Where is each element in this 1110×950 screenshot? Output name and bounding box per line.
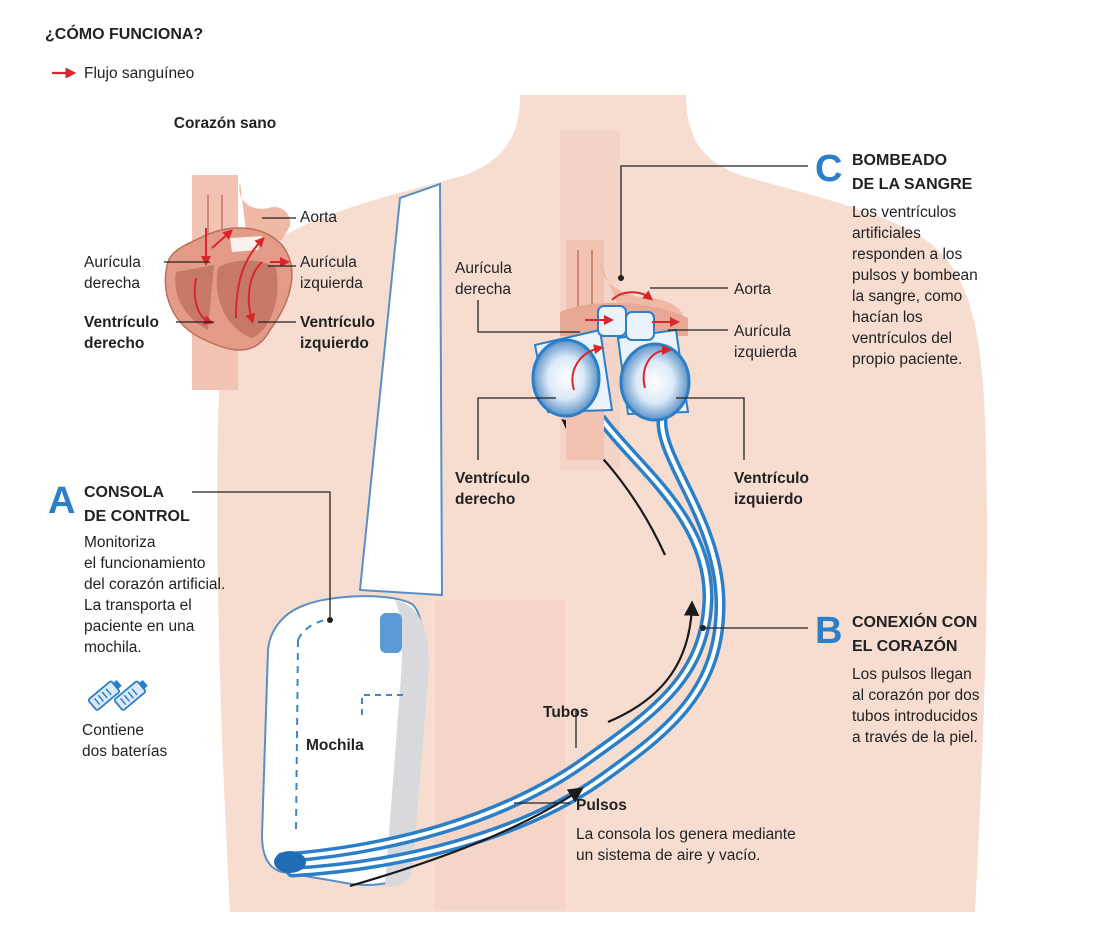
section-c-heading-2: DE LA SANGRE xyxy=(852,176,973,193)
section-c-body-line: Los ventrículos xyxy=(852,204,957,221)
shading-panel xyxy=(435,600,565,910)
artificial-ventriculo-izquierdo-label: Ventrículo izquierdo xyxy=(734,470,809,508)
section-b-body-line: al corazón por dos xyxy=(852,687,980,704)
leader-dot-b xyxy=(700,625,706,631)
mochila-label: Mochila xyxy=(306,737,364,754)
section-b-letter: B xyxy=(815,610,843,652)
tubos-label: Tubos xyxy=(543,704,589,721)
section-a-body-line: el funcionamiento xyxy=(84,555,206,572)
healthy-heart-title: Corazón sano xyxy=(173,115,277,132)
section-a-body-line: Monitoriza xyxy=(84,534,156,551)
section-b-body-line: a través de la piel. xyxy=(852,729,978,746)
section-c-heading-1: BOMBEADO xyxy=(852,152,948,169)
section-c-body-line: pulsos y bombean xyxy=(852,267,978,284)
backpack-seam xyxy=(295,639,299,831)
healthy-ventriculo-derecho-label: Ventrículo derecho xyxy=(84,314,159,352)
page-title: ¿CÓMO FUNCIONA? xyxy=(45,26,204,43)
section-a-body: Monitoriza el funcionamiento del corazón… xyxy=(84,532,225,658)
section-a-body-line: del corazón artificial. xyxy=(84,576,226,593)
healthy-aorta-label: Aorta xyxy=(300,209,338,226)
artificial-auricula-izquierda-label: Aurícula izquierda xyxy=(734,323,797,361)
section-leaders xyxy=(192,165,808,804)
backpack-buckle xyxy=(380,613,402,653)
backpack-seam-top xyxy=(297,619,326,641)
leader-dot-c xyxy=(618,275,624,281)
battery-note-line: Contiene xyxy=(82,722,145,739)
section-a-body-line: La transporta el xyxy=(84,597,192,614)
leader-dot-a xyxy=(327,617,333,623)
healthy-ventriculo-izquierdo-label: Ventrículo izquierdo xyxy=(300,314,375,352)
backpack-strap xyxy=(358,182,444,597)
section-c-body-line: propio paciente. xyxy=(852,351,963,368)
section-c-letter: C xyxy=(815,148,843,190)
backpack-pocket xyxy=(361,694,405,715)
pulsos-title: Pulsos xyxy=(576,797,627,814)
backpack-side xyxy=(385,600,429,887)
section-a-letter: A xyxy=(48,480,76,522)
section-b-body: Los pulsos llegan al corazón por dos tub… xyxy=(852,664,980,748)
battery-note-line: dos baterías xyxy=(82,743,168,760)
battery-icon xyxy=(87,679,148,711)
healthy-heart xyxy=(164,175,293,390)
artificial-heart xyxy=(531,240,691,460)
section-b-body-line: Los pulsos llegan xyxy=(852,666,972,683)
battery-note: Contiene dos baterías xyxy=(82,720,167,762)
section-b-heading-1: CONEXIÓN CON xyxy=(852,614,978,631)
section-c-body-line: ventrículos del xyxy=(852,330,952,347)
healthy-auricula-derecha-label: Aurícula derecha xyxy=(84,254,141,292)
pulsos-body-line: La consola los genera mediante xyxy=(576,826,796,843)
tubes xyxy=(276,414,726,878)
healthy-auricula-izquierda-label: Aurícula izquierda xyxy=(300,254,363,292)
section-c-body-line: artificiales xyxy=(852,225,921,242)
section-c-body-line: responden a los xyxy=(852,246,963,263)
legend-label: Flujo sanguíneo xyxy=(84,65,195,82)
artificial-auricula-derecha-label: Aurícula derecha xyxy=(455,260,512,298)
tube-connector xyxy=(274,851,306,873)
artificial-heart-leaders xyxy=(477,287,745,460)
pulsos-body: La consola los genera mediante un sistem… xyxy=(576,824,796,866)
healthy-heart-leaders xyxy=(164,217,296,323)
section-b-heading-2: EL CORAZÓN xyxy=(852,638,958,655)
artificial-aorta-label: Aorta xyxy=(734,281,772,298)
section-a-heading-2: DE CONTROL xyxy=(84,508,190,525)
section-c-body: Los ventrículos artificiales responden a… xyxy=(852,202,978,370)
section-c-body-line: hacían los xyxy=(852,309,923,326)
section-a-body-line: mochila. xyxy=(84,639,142,656)
artificial-ventriculo-derecho-label: Ventrículo derecho xyxy=(455,470,530,508)
pulsos-body-line: un sistema de aire y vacío. xyxy=(576,847,761,864)
section-a-heading-1: CONSOLA xyxy=(84,484,164,501)
section-c-body-line: la sangre, como xyxy=(852,288,963,305)
section-a-body-line: paciente en una xyxy=(84,618,195,635)
section-b-body-line: tubos introducidos xyxy=(852,708,978,725)
